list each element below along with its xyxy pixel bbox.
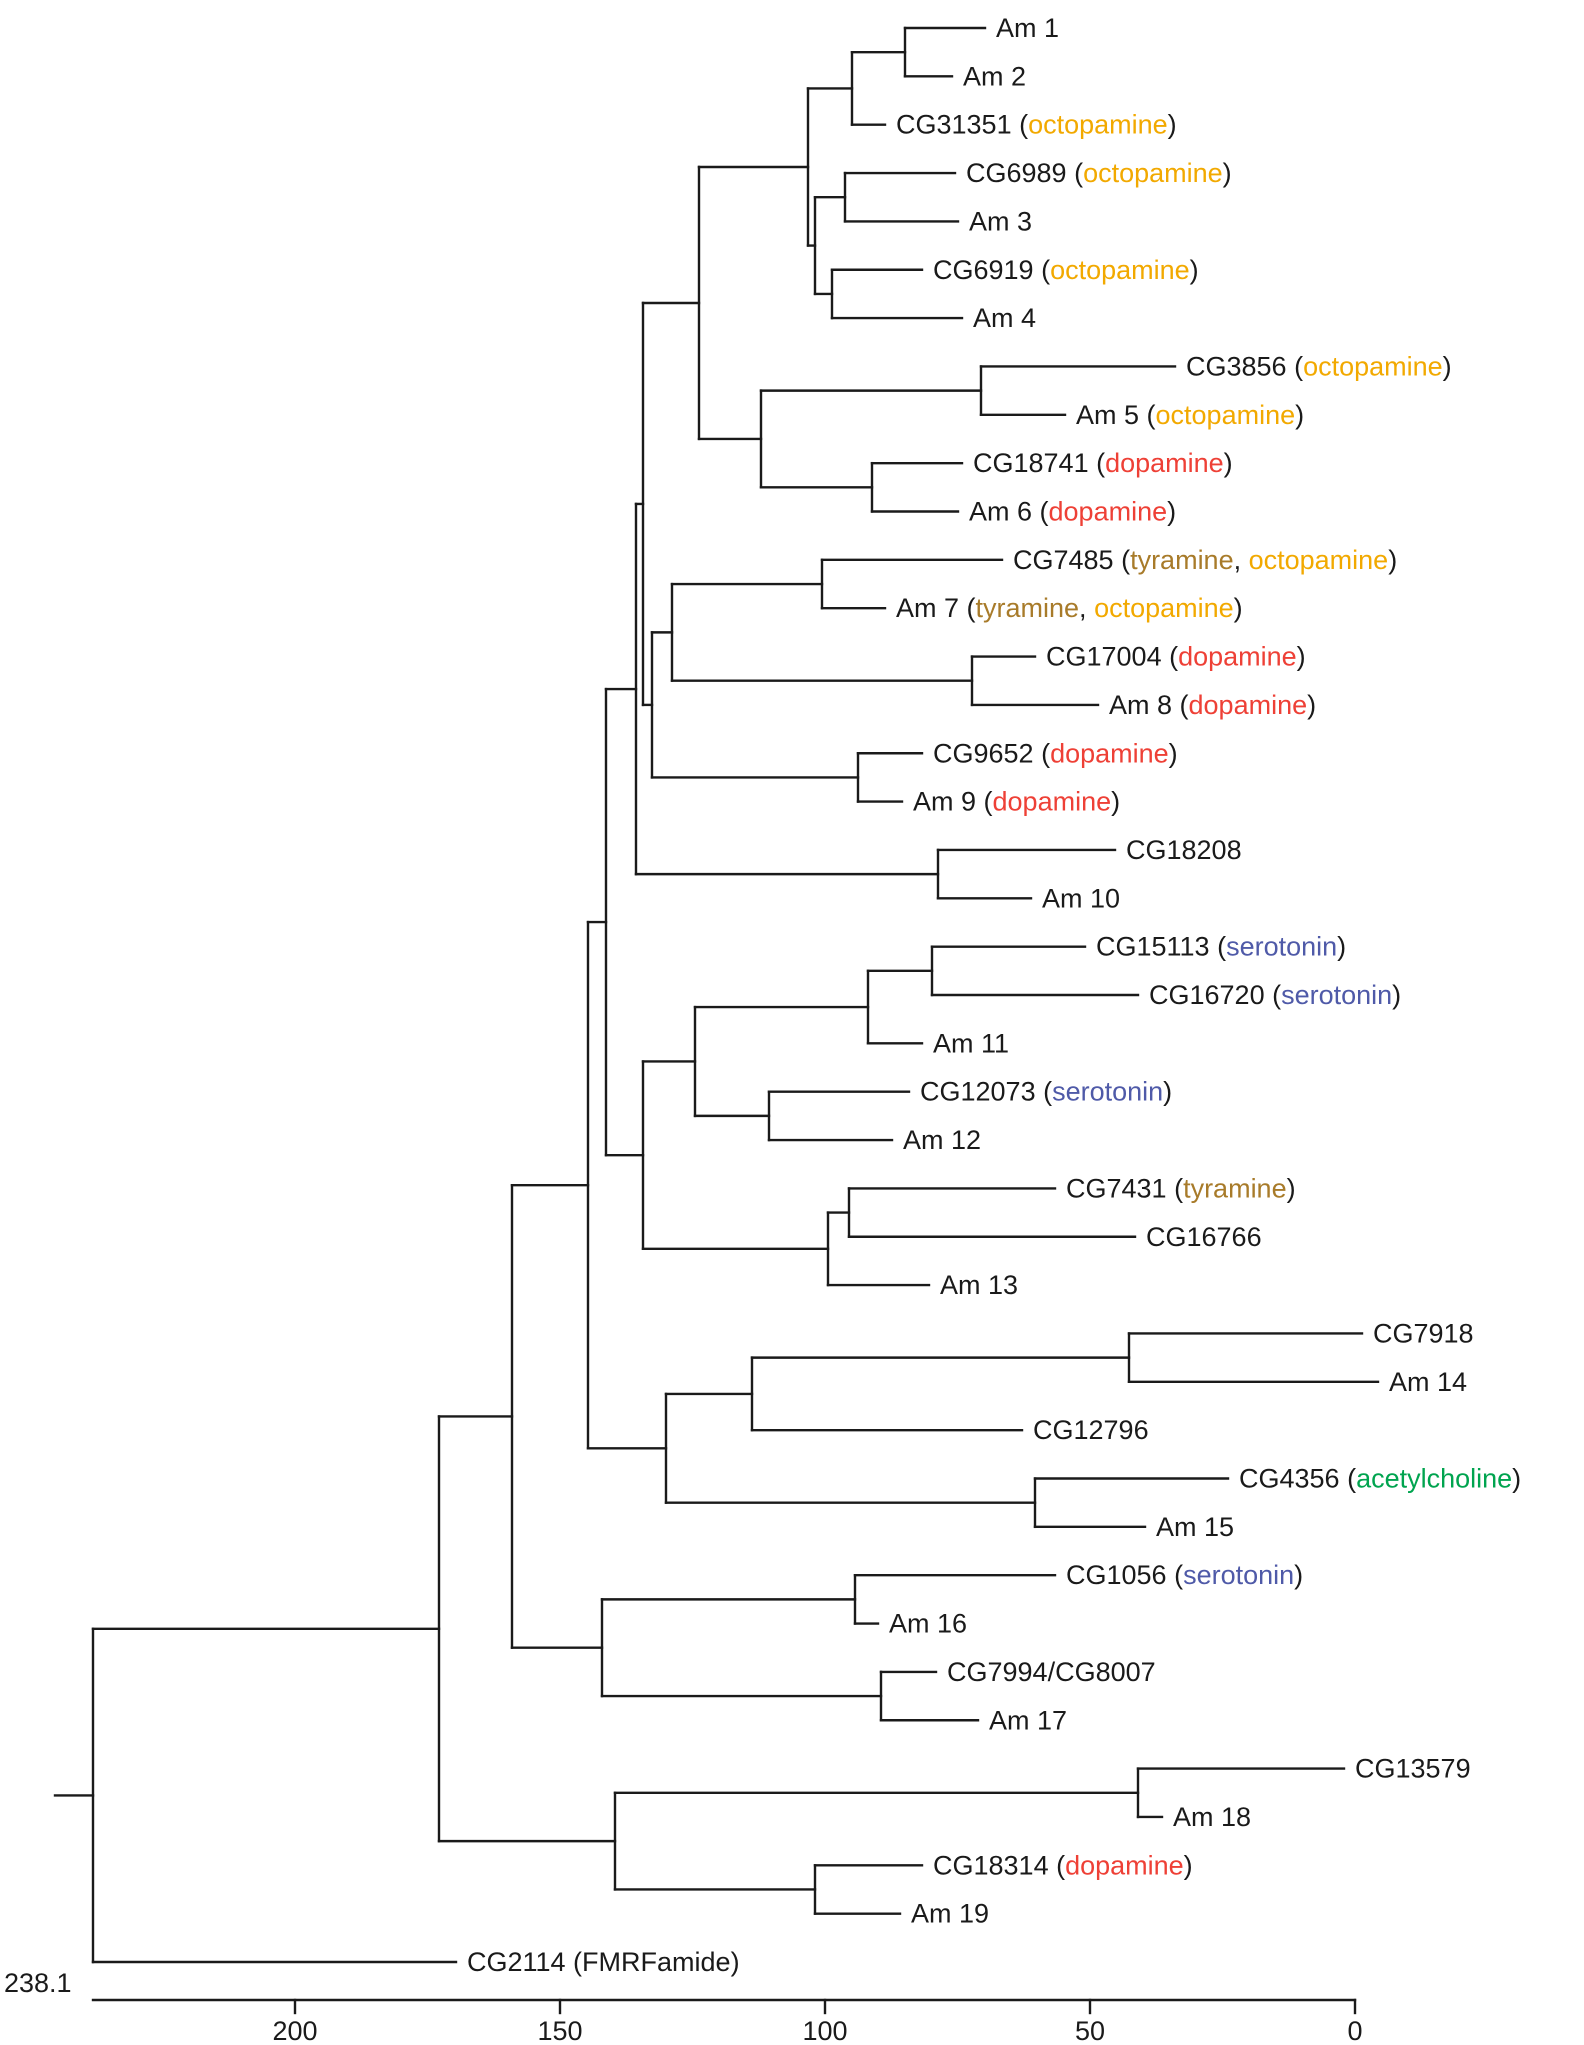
leaf-label: CG3856 (octopamine)	[1186, 351, 1452, 381]
leaf-label: CG1056 (serotonin)	[1066, 1560, 1303, 1590]
leaf-label: Am 5 (octopamine)	[1076, 400, 1304, 430]
leaf-label: CG6989 (octopamine)	[966, 158, 1232, 188]
axis-tick-label: 100	[802, 2016, 847, 2045]
leaf-label: Am 9 (dopamine)	[913, 787, 1120, 817]
leaf-label: CG9652 (dopamine)	[933, 738, 1178, 768]
leaf-label: Am 12	[903, 1125, 981, 1155]
leaf-label: CG17004 (dopamine)	[1046, 642, 1306, 672]
axis-tick-label: 0	[1347, 2016, 1362, 2045]
leaf-label: Am 3	[969, 206, 1032, 236]
leaf-label: Am 6 (dopamine)	[969, 497, 1176, 527]
axis-tick-label: 150	[537, 2016, 582, 2045]
axis-tick-label: 200	[272, 2016, 317, 2045]
leaf-label: CG31351 (octopamine)	[896, 110, 1177, 140]
leaf-label: CG15113 (serotonin)	[1096, 932, 1346, 962]
leaf-label: CG18208	[1126, 835, 1242, 865]
leaf-label: CG12796	[1033, 1415, 1149, 1445]
leaf-label: Am 19	[911, 1899, 989, 1929]
leaf-label: CG18314 (dopamine)	[933, 1850, 1193, 1880]
leaf-label: CG12073 (serotonin)	[920, 1077, 1172, 1107]
leaf-label: CG16766	[1146, 1222, 1262, 1252]
leaf-label: Am 15	[1156, 1512, 1234, 1542]
leaf-label: CG7431 (tyramine)	[1066, 1173, 1296, 1203]
leaf-label: Am 11	[933, 1028, 1009, 1058]
leaf-label: Am 18	[1173, 1802, 1251, 1832]
leaf-label: Am 16	[889, 1609, 967, 1639]
leaf-label: Am 8 (dopamine)	[1109, 690, 1316, 720]
leaf-label: CG4356 (acetylcholine)	[1239, 1464, 1521, 1494]
leaf-label: Am 7 (tyramine, octopamine)	[896, 593, 1243, 623]
leaf-label: Am 2	[963, 61, 1026, 91]
leaf-label: CG7485 (tyramine, octopamine)	[1013, 545, 1397, 575]
leaf-label: CG13579	[1355, 1754, 1471, 1784]
leaf-label: CG16720 (serotonin)	[1149, 980, 1401, 1010]
leaf-label: Am 13	[940, 1270, 1018, 1300]
leaf-label: Am 17	[989, 1705, 1067, 1735]
axis-tick-label: 50	[1075, 2016, 1105, 2045]
leaf-label: Am 1	[996, 13, 1059, 43]
axis-total-length-label: 238.1	[4, 1968, 72, 1998]
leaf-label: CG2114 (FMRFamide)	[467, 1947, 740, 1977]
leaf-label: CG18741 (dopamine)	[973, 448, 1233, 478]
leaf-label: Am 10	[1042, 883, 1120, 913]
leaf-label: CG7994/CG8007	[947, 1657, 1156, 1687]
leaf-label: CG7918	[1373, 1318, 1474, 1348]
leaf-label: Am 4	[973, 303, 1036, 333]
leaf-label: Am 14	[1389, 1367, 1467, 1397]
leaf-label: CG6919 (octopamine)	[933, 255, 1199, 285]
